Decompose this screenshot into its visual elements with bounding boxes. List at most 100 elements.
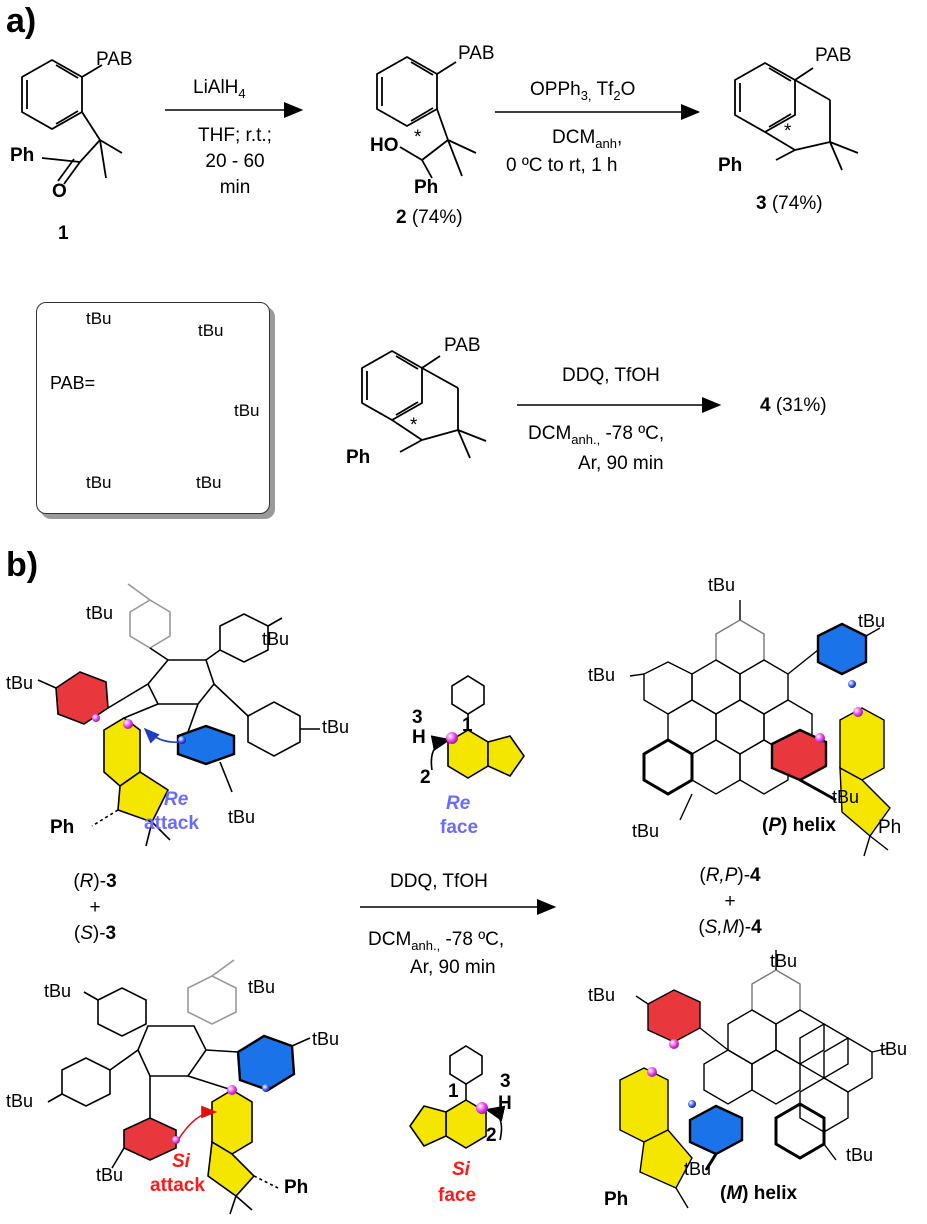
r3-tbu-top: tBu	[86, 603, 114, 623]
r3-blue-ring	[176, 724, 236, 766]
si-num-1: 1	[448, 1081, 459, 1102]
r3-tbu-bottom: tBu	[228, 807, 256, 827]
p-yellow-cp	[839, 766, 891, 838]
p-red-ring	[770, 728, 828, 782]
p-tbu-right: tBu	[858, 611, 886, 631]
b-reagent: DDQ, TfOH	[390, 871, 488, 892]
re-num-1: 1	[462, 715, 473, 736]
p-helix-model	[629, 600, 891, 857]
c1-number: 1	[58, 223, 69, 244]
m-tbu-left: tBu	[588, 985, 616, 1005]
p-tbu-top: tBu	[708, 575, 736, 595]
pab-label: PAB=	[50, 373, 96, 393]
b-cond-2: Ar, 90 min	[410, 957, 496, 978]
c2-star: *	[414, 127, 422, 148]
product-plus: +	[724, 891, 736, 912]
si-h: H	[498, 1093, 512, 1114]
pab-tbu-2: tBu	[198, 321, 224, 340]
m-ph: Ph	[604, 1189, 629, 1210]
step2-cond-1: DCManh,	[552, 127, 623, 151]
c3b-ph: Ph	[346, 447, 371, 468]
p-tbu-bottom: tBu	[632, 821, 660, 841]
m-tbu-blue: tBu	[684, 1159, 712, 1179]
s3-yellow-ring	[211, 1089, 253, 1155]
p-yellow-ring	[839, 707, 885, 781]
r3-red-ring	[55, 671, 109, 725]
step3-reagent: DDQ, TfOH	[562, 365, 660, 386]
s3-tbu-right: tBu	[312, 1029, 340, 1049]
c1-ph: Ph	[10, 145, 35, 166]
re-attack-1: Re	[164, 789, 189, 810]
reactant-r3: (R)-3	[73, 871, 117, 892]
re-face-indane	[430, 675, 525, 779]
s3-red-ring	[123, 1117, 177, 1161]
step1-cond-3: min	[219, 177, 251, 198]
p-ph: Ph	[878, 817, 902, 838]
reactant-plus: +	[89, 897, 101, 918]
si-num-3: 3	[500, 1071, 511, 1092]
s3-ph: Ph	[284, 1177, 309, 1198]
re-num-2: 2	[420, 767, 431, 788]
b-cond-1: DCManh., -78 ºC,	[368, 929, 505, 953]
s3-yellow-cp	[207, 1140, 256, 1198]
c2-label: 2 (74%)	[396, 207, 463, 228]
helix-p-label: (P) helix	[762, 815, 836, 836]
c2-ho: HO	[370, 135, 399, 156]
r3-yellow-cp	[117, 771, 170, 823]
m-tbu-bottom: tBu	[846, 1145, 874, 1165]
compound-1-structure	[21, 59, 123, 185]
c3b-star: *	[410, 415, 418, 436]
step1-cond-1: THF; r.t.;	[198, 125, 272, 146]
si-num-2: 2	[486, 1125, 497, 1146]
c1-pab: PAB	[96, 49, 133, 70]
si-face-1: Si	[452, 1159, 470, 1180]
pab-tbu-1: tBu	[86, 309, 112, 328]
step3-cond-2: Ar, 90 min	[578, 453, 664, 474]
c3-ph: Ph	[718, 155, 743, 176]
helix-m-label: (M) helix	[720, 1183, 798, 1204]
m-helix-model	[619, 950, 891, 1209]
pab-tbu-4: tBu	[86, 473, 112, 492]
compound-3-structure	[734, 62, 859, 171]
re-num-3: 3	[412, 707, 423, 728]
m-red-ring	[647, 989, 701, 1043]
si-face-2: face	[438, 1185, 477, 1206]
step2-cond-2: 0 ºC to rt, 1 h	[506, 155, 618, 176]
r3-tbu-left: tBu	[6, 673, 34, 693]
step3-cond-1: DCManh., -78 ºC,	[528, 423, 665, 447]
c3b-pab: PAB	[444, 335, 481, 356]
re-attack-2: attack	[144, 813, 199, 834]
step1-reagent: LiAlH4	[193, 77, 246, 101]
product4-label: 4 (31%)	[760, 395, 827, 416]
m-yellow-cp	[639, 1129, 693, 1189]
c2-pab: PAB	[458, 43, 495, 64]
m-blue-ring	[688, 1104, 744, 1156]
reactant-s3: (S)-3	[73, 923, 117, 944]
c1-o: O	[52, 181, 67, 202]
compound-3b-structure	[361, 350, 487, 459]
s3-tbu-top: tBu	[248, 977, 276, 997]
r3-model	[37, 583, 320, 847]
product-rp4: (R,P)-4	[699, 865, 761, 886]
s3-tbu-left2: tBu	[6, 1091, 34, 1111]
m-tbu-top: tBu	[770, 951, 798, 971]
s3-tbu-bottom: tBu	[96, 1165, 124, 1185]
c3-star: *	[784, 121, 792, 142]
p-tbu-red: tBu	[832, 787, 860, 807]
r3-ph: Ph	[50, 817, 75, 838]
product-sm4: (S,M)-4	[698, 917, 762, 938]
panel-b-label: b)	[6, 546, 39, 584]
compound-2-structure	[376, 56, 477, 179]
re-h: H	[412, 727, 426, 748]
pab-tbu-5: tBu	[196, 473, 222, 492]
step1-cond-2: 20 - 60	[205, 151, 265, 172]
m-yellow-ring	[619, 1067, 669, 1143]
re-face-2: face	[440, 817, 479, 838]
re-face-1: Re	[446, 793, 471, 814]
s3-blue-ring	[236, 1034, 296, 1092]
p-tbu-left: tBu	[588, 665, 616, 685]
si-attack-1: Si	[172, 1151, 190, 1172]
s3-model	[47, 959, 311, 1215]
c3-label: 3 (74%)	[756, 193, 823, 214]
